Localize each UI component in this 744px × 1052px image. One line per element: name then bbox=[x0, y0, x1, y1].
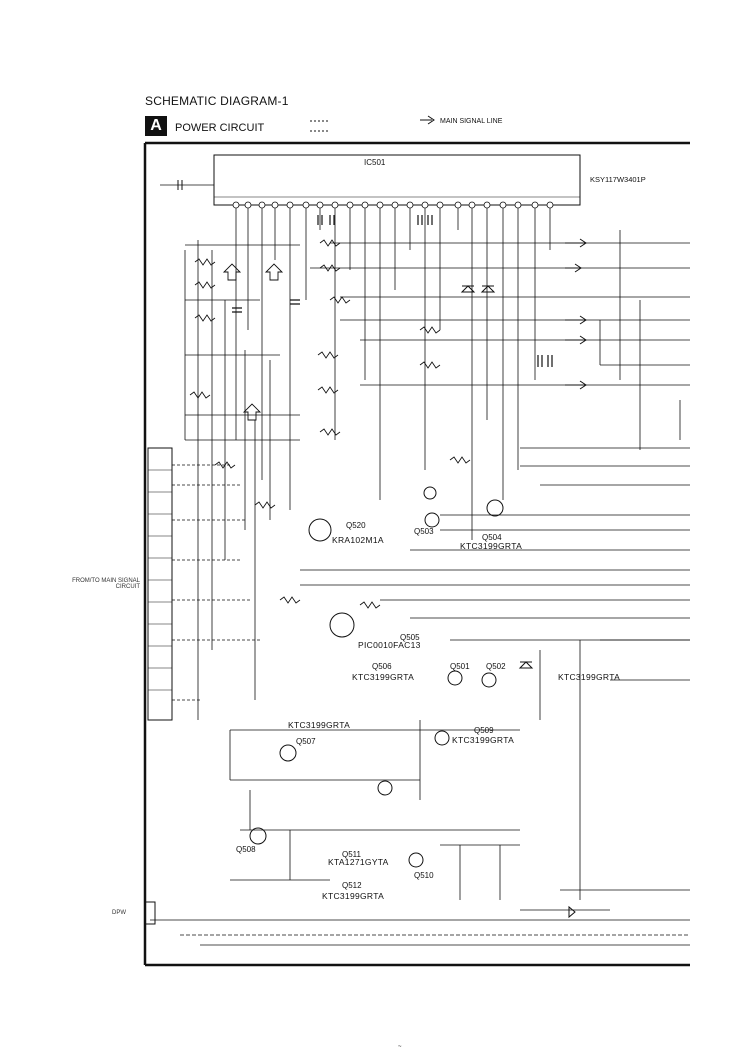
q510-ref-label: Q510 bbox=[414, 871, 434, 880]
q505-ref-label: Q505 bbox=[400, 633, 420, 642]
page-title: SCHEMATIC DIAGRAM-1 bbox=[145, 94, 289, 108]
ic501-part-label: KSY117W3401P bbox=[590, 175, 646, 184]
legend-main-signal-line: MAIN SIGNAL LINE bbox=[440, 118, 503, 125]
bottom-connector-label: DPW bbox=[112, 910, 126, 916]
q520-ref-label: Q520 bbox=[346, 521, 366, 530]
q520-part-label: KRA102M1A bbox=[332, 535, 384, 545]
q512-part-label: KTC3199GRTA bbox=[322, 891, 385, 901]
section-badge: A bbox=[145, 116, 167, 136]
q505-part-label: PIC0010FAC13 bbox=[358, 640, 421, 650]
q506-part-label: KTC3199GRTA bbox=[352, 672, 415, 682]
q507-ref-label: Q507 bbox=[296, 737, 316, 746]
q501-ref-label: Q501 bbox=[450, 662, 470, 671]
q503-ref-label: Q503 bbox=[414, 527, 434, 536]
q502-ref-label: Q502 bbox=[486, 662, 506, 671]
q502-part-label: KTC3199GRTA bbox=[558, 672, 621, 682]
ic501-ref-label: IC501 bbox=[364, 158, 386, 167]
main-connector-label: FROM/TO MAIN SIGNAL CIRCUIT bbox=[72, 578, 140, 590]
q511-ref-label: Q511 bbox=[342, 850, 361, 859]
q508-ref-label: Q508 bbox=[236, 845, 256, 854]
q504-ref-label: Q504 bbox=[482, 533, 502, 542]
q509-part-label: KTC3199GRTA bbox=[452, 735, 515, 745]
page-mark: ~ bbox=[398, 1044, 402, 1050]
q507-part-label: KTC3199GRTA bbox=[288, 720, 351, 730]
q504-part-label: KTC3199GRTA bbox=[460, 541, 523, 551]
q509-ref-label: Q509 bbox=[474, 726, 494, 735]
q511-part-label: KTA1271GYTA bbox=[328, 857, 389, 867]
q512-ref-label: Q512 bbox=[342, 881, 362, 890]
section-title: POWER CIRCUIT bbox=[175, 122, 265, 134]
q506-ref-label: Q506 bbox=[372, 662, 392, 671]
